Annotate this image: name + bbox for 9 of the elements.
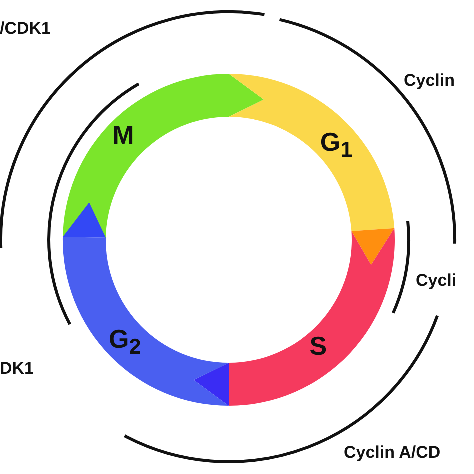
cyclin-label: /CDK1 bbox=[0, 20, 52, 38]
phase-label: G$_{2}$ bbox=[109, 326, 142, 361]
cyclin-label: Cyclin A/CD bbox=[344, 444, 441, 462]
cyclin-label: Cycli bbox=[416, 272, 457, 290]
cyclin-label: Cyclin bbox=[404, 72, 456, 90]
phase-label: S bbox=[310, 333, 328, 360]
phase-label: M bbox=[112, 122, 134, 148]
cyclin-label: DK1 bbox=[0, 360, 34, 378]
phase-label: G$_{1}$ bbox=[320, 129, 353, 164]
